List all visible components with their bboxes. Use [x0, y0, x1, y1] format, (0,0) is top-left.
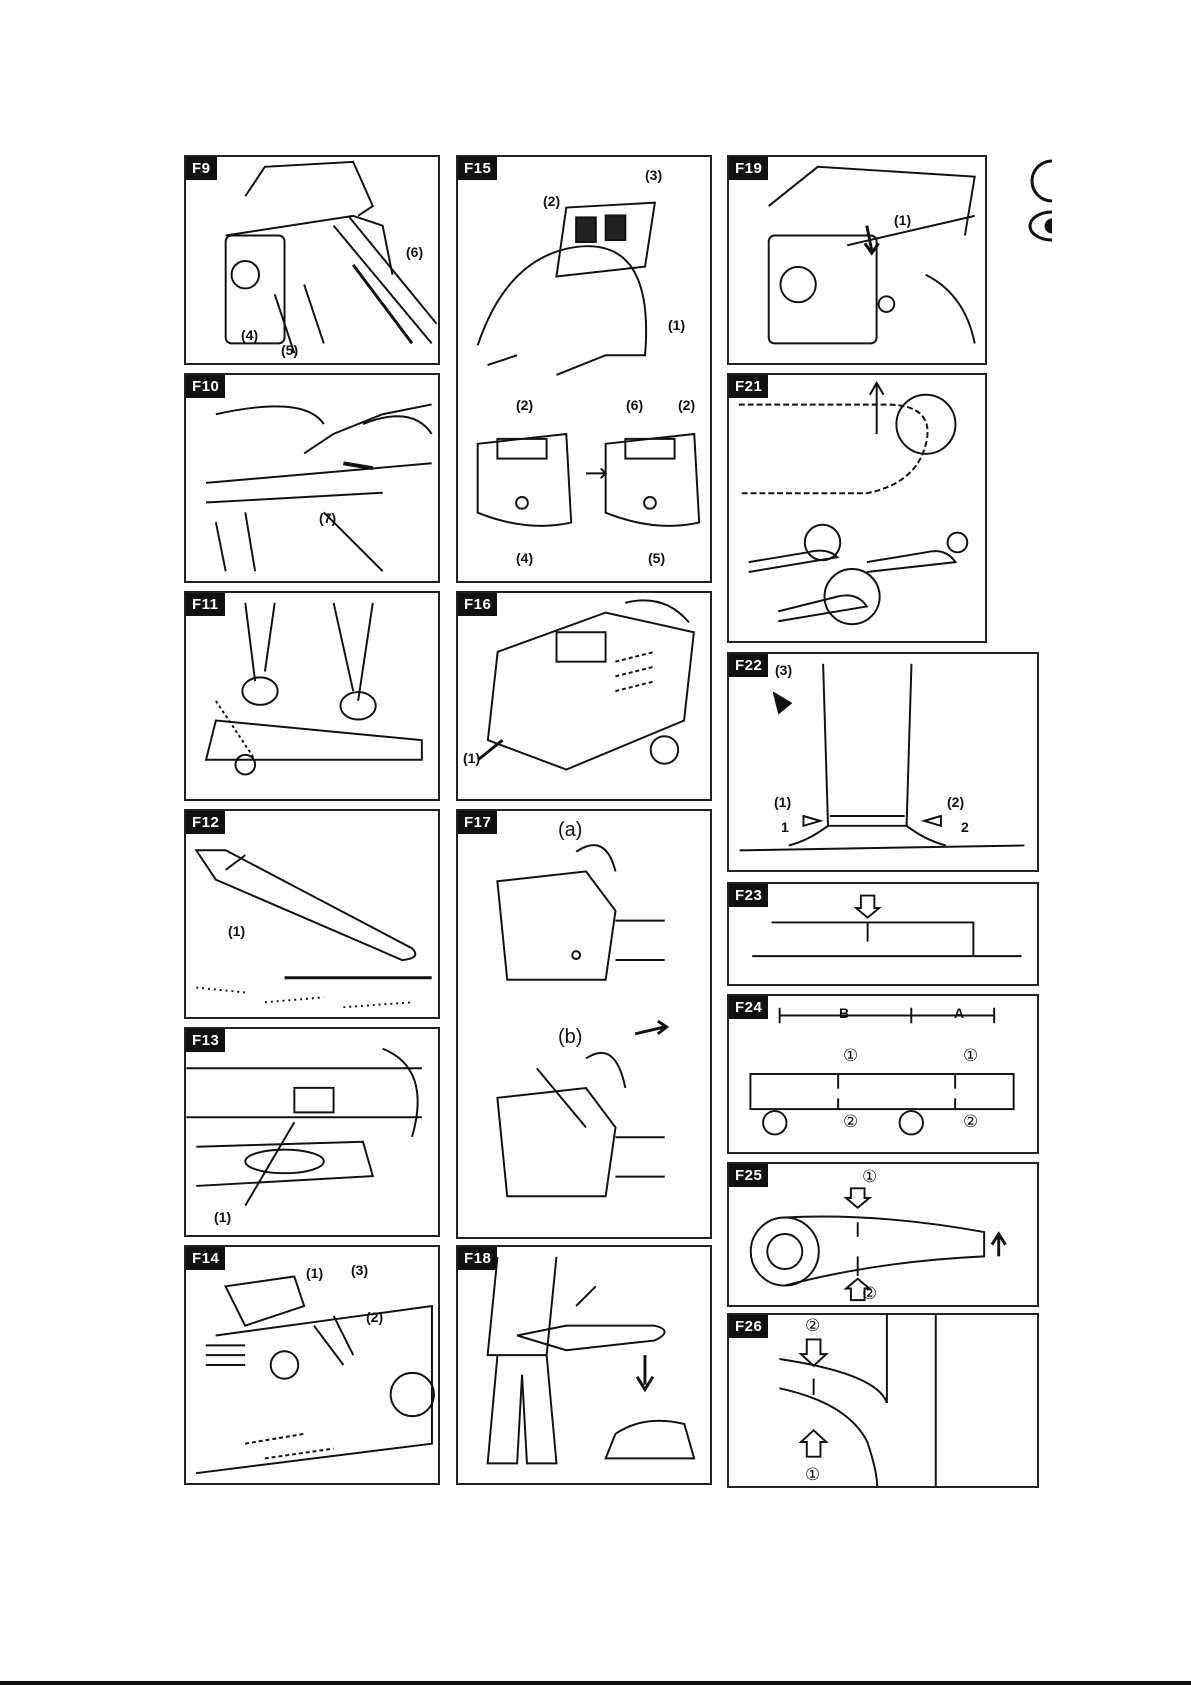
cut-order-1: ① — [843, 1046, 858, 1066]
segment-a: A — [954, 1005, 964, 1021]
callout-4: (4) — [516, 550, 533, 566]
air-filter-illustration — [458, 157, 710, 581]
callout-3: (3) — [351, 1262, 368, 1278]
figure-f15: F15 (3) (2) (1) (2) (6) (2) (4) (5) — [456, 155, 712, 583]
figure-f16: F16 (1) — [456, 591, 712, 801]
bent-log-cut-illustration — [729, 1164, 1037, 1305]
callout-1: (1) — [668, 317, 685, 333]
figure-f21: F21 — [727, 373, 987, 643]
cut-order-1: ① — [862, 1167, 877, 1187]
figure-label: F26 — [729, 1315, 768, 1338]
figure-f12: F12 (1) — [184, 809, 440, 1019]
page-bottom-rule — [0, 1681, 1191, 1685]
chain-direction-illustration — [729, 375, 985, 641]
callout-1: (1) — [228, 923, 245, 939]
figure-label: F23 — [729, 884, 768, 907]
figure-label: F9 — [186, 157, 217, 180]
operator-stance-illustration — [458, 1247, 710, 1483]
carburetor-adjust-illustration — [186, 1247, 438, 1483]
cut-number-1: 1 — [781, 819, 789, 835]
figure-f14: F14 (1) (3) (2) — [184, 1245, 440, 1485]
figure-label: F12 — [186, 811, 225, 834]
figure-label: F25 — [729, 1164, 768, 1187]
segment-b: B — [839, 1005, 849, 1021]
label-b: (b) — [558, 1026, 582, 1049]
callout-2: (2) — [947, 794, 964, 810]
callout-2: (2) — [366, 1309, 383, 1325]
figure-f13: F13 (1) — [184, 1027, 440, 1237]
callout-3: (3) — [775, 662, 792, 678]
chain-brake-illustration — [458, 811, 710, 1237]
figure-label: F19 — [729, 157, 768, 180]
cover-removal-illustration — [458, 593, 710, 799]
callout-4: (4) — [241, 327, 258, 343]
chainsaw-housing-illustration — [186, 157, 438, 363]
figure-label: F10 — [186, 375, 225, 398]
figure-f23: F23 — [727, 882, 1039, 986]
log-support-cut-illustration — [729, 996, 1037, 1152]
figure-f26: F26 ② ① — [727, 1313, 1039, 1488]
page-edge-icon — [1022, 156, 1052, 256]
cut-order-1: ① — [805, 1465, 820, 1485]
oil-pump-adjust-illustration — [186, 1029, 438, 1235]
cut-order-2: ② — [963, 1112, 978, 1132]
guide-bar-oil-illustration — [186, 811, 438, 1017]
cut-order-1: ① — [963, 1046, 978, 1066]
callout-1: (1) — [214, 1209, 231, 1225]
figure-f10: F10 (7) — [184, 373, 440, 583]
figure-f19: F19 (1) — [727, 155, 987, 365]
figure-label: F21 — [729, 375, 768, 398]
cut-order-2: ② — [862, 1284, 877, 1304]
figure-f22: F22 (3) (1) (2) 1 2 — [727, 652, 1039, 872]
figure-f24: F24 B A ① ② ① ② — [727, 994, 1039, 1154]
figure-f18: F18 — [456, 1245, 712, 1485]
label-a: (a) — [558, 819, 582, 842]
hands-starting-illustration — [186, 593, 438, 799]
callout-1: (1) — [306, 1265, 323, 1281]
callout-6: (6) — [626, 397, 643, 413]
top-cut-illustration — [729, 884, 1037, 984]
limbing-cut-illustration — [729, 1315, 1037, 1486]
figure-f9: F9 (4) (5) (6) — [184, 155, 440, 365]
callout-5: (5) — [648, 550, 665, 566]
figure-label: F14 — [186, 1247, 225, 1270]
figure-label: F16 — [458, 593, 497, 616]
chain-brake-lever-illustration — [729, 157, 985, 363]
callout-1: (1) — [894, 212, 911, 228]
callout-7: (7) — [319, 510, 336, 526]
figure-f11: F11 — [184, 591, 440, 801]
figure-label: F15 — [458, 157, 497, 180]
felling-cut-illustration — [729, 654, 1037, 870]
cropped-side-icons — [1022, 156, 1052, 256]
figure-label: F11 — [186, 593, 225, 616]
callout-2: (2) — [678, 397, 695, 413]
cut-order-2: ② — [843, 1112, 858, 1132]
figure-label: F17 — [458, 811, 497, 834]
cut-order-2: ② — [805, 1316, 820, 1336]
callout-6: (6) — [406, 244, 423, 260]
callout-5: (5) — [281, 342, 298, 358]
figure-label: F22 — [729, 654, 768, 677]
figure-f17: F17 (a) (b) — [456, 809, 712, 1239]
callout-2: (2) — [516, 397, 533, 413]
figure-label: F13 — [186, 1029, 225, 1052]
callout-1: (1) — [774, 794, 791, 810]
figure-label: F18 — [458, 1247, 497, 1270]
cut-number-2: 2 — [961, 819, 969, 835]
callout-3: (3) — [645, 167, 662, 183]
chain-tension-illustration — [186, 375, 438, 581]
figure-label: F24 — [729, 996, 768, 1019]
figure-f25: F25 ① ② — [727, 1162, 1039, 1307]
callout-2: (2) — [543, 193, 560, 209]
callout-1: (1) — [463, 750, 480, 766]
